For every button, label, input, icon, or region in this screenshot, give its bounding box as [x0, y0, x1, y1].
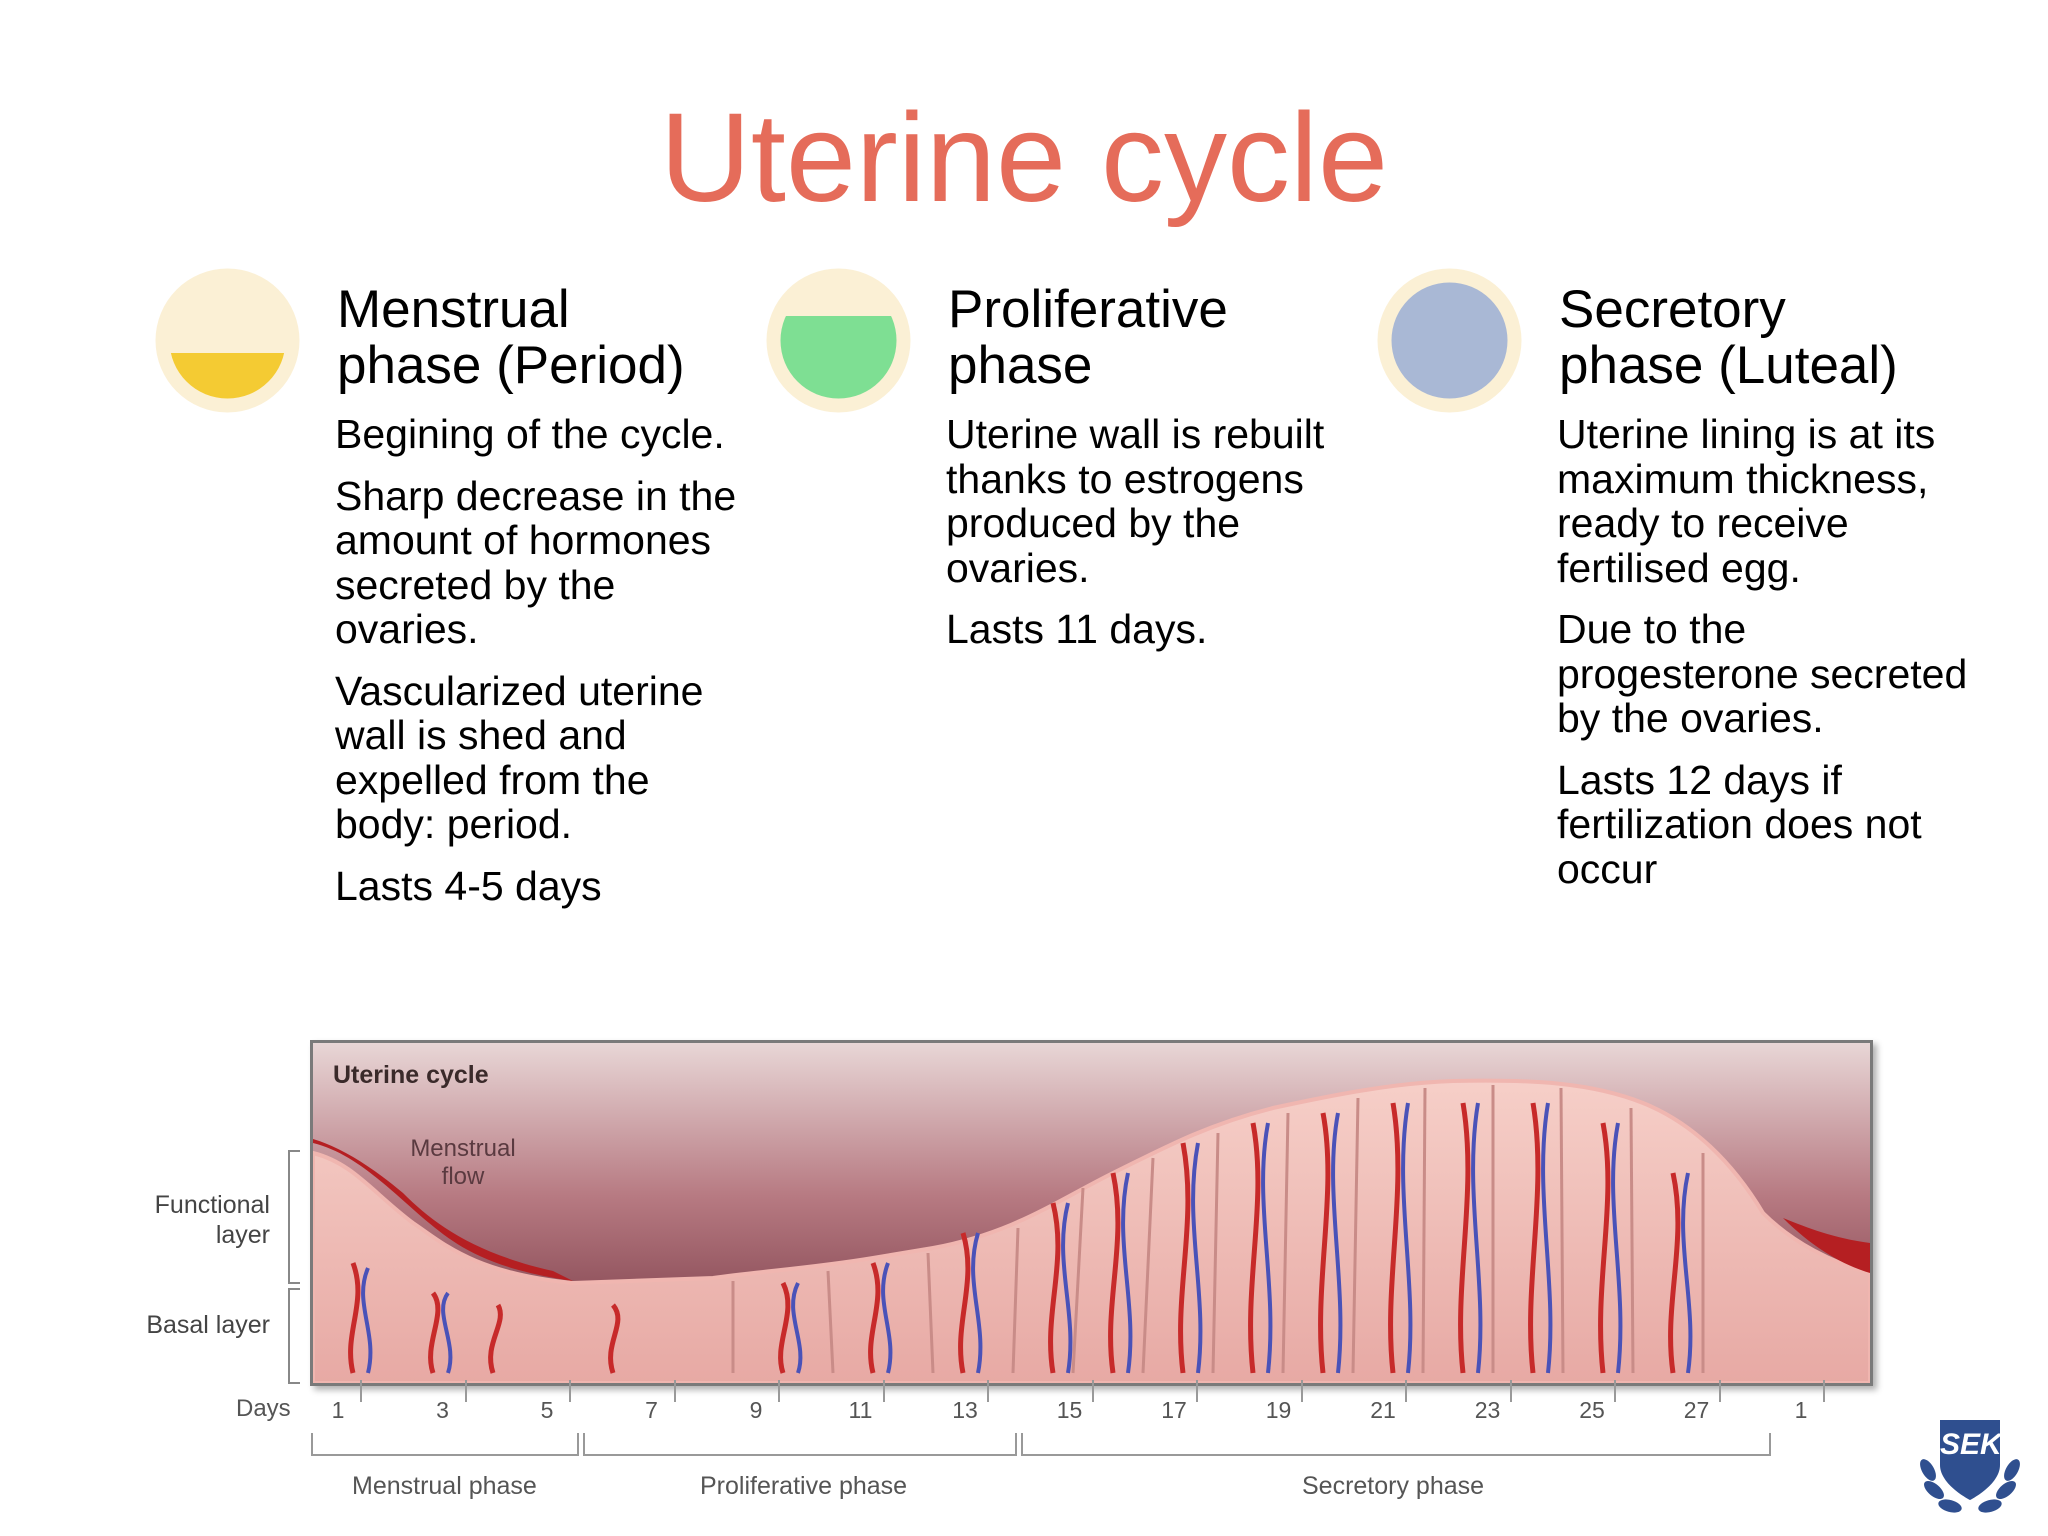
- endometrium-svg: [313, 1043, 1870, 1383]
- day-tick-label: 5: [540, 1397, 554, 1423]
- day-tick-label: 3: [436, 1397, 449, 1423]
- day-tick: [882, 1380, 885, 1402]
- secretory-span-bracket: [1021, 1433, 1771, 1456]
- day-tick-label: 25: [1579, 1397, 1605, 1423]
- phase-heading: Menstrual phase (Period): [337, 280, 685, 395]
- day-tick: [1405, 1380, 1407, 1402]
- secretory-phase-span-label: Secretory phase: [1302, 1472, 1485, 1500]
- logo-text: SEK: [1940, 1428, 2002, 1461]
- phase-span-brackets: [311, 1433, 1771, 1456]
- day-tick: [1300, 1380, 1303, 1402]
- functional-layer-bracket: [288, 1150, 300, 1284]
- day-tick: [1823, 1380, 1825, 1402]
- day-tick: [778, 1380, 780, 1402]
- phase-description: Uterine lining is at its maximum thickne…: [1557, 411, 1968, 892]
- mostly-filled-green-circle-icon: [766, 268, 911, 413]
- day-tick-label: 17: [1161, 1397, 1187, 1423]
- day-tick: [569, 1380, 571, 1402]
- full-blue-circle-icon: [1377, 268, 1522, 413]
- proliferative-span-bracket: [583, 1433, 1017, 1456]
- day-tick: [1509, 1380, 1512, 1402]
- day-tick: [1614, 1380, 1616, 1402]
- phase-heading: Secretory phase (Luteal): [1559, 280, 1898, 395]
- basal-layer-label: Basal layer: [146, 1311, 270, 1339]
- proliferative-phase-span-label: Proliferative phase: [700, 1472, 908, 1500]
- shield-laurel-logo-icon: [1920, 1420, 2020, 1513]
- day-tick-label: 1: [331, 1397, 345, 1423]
- sek-logo: SEK: [1910, 1410, 2030, 1520]
- menstrual-flow-label: Menstrual flow: [410, 1135, 516, 1190]
- menstrual-span-bracket: [311, 1433, 579, 1456]
- day-tick: [464, 1380, 467, 1402]
- day-tick: [1091, 1380, 1094, 1402]
- day-tick-label: 11: [848, 1397, 873, 1423]
- phase-description: Uterine wall is rebuilt thanks to estrog…: [946, 411, 1325, 652]
- day-tick: [987, 1380, 989, 1402]
- diagram-title: Uterine cycle: [333, 1061, 489, 1089]
- day-tick: [1718, 1380, 1721, 1402]
- phase-heading: Proliferative phase: [948, 280, 1228, 395]
- day-tick-label: 19: [1265, 1397, 1292, 1423]
- endometrium-illustration: Uterine cycle Menstrual flow: [310, 1040, 1873, 1386]
- day-tick-label: 23: [1474, 1397, 1501, 1423]
- day-tick-label: 21: [1370, 1397, 1396, 1423]
- day-tick-label: 9: [749, 1397, 763, 1423]
- phase-description: Begining of the cycle. Sharp decrease in…: [335, 411, 737, 909]
- day-tick-label: 1: [1794, 1397, 1808, 1423]
- day-tick: [1196, 1380, 1198, 1402]
- day-tick-label: 13: [952, 1397, 978, 1423]
- half-filled-yellow-circle-icon: [155, 268, 300, 413]
- day-tick: [360, 1380, 362, 1402]
- basal-layer-bracket: [288, 1288, 300, 1384]
- uterine-cycle-diagram: Uterine cycle Menstrual flow Functional …: [140, 1030, 1900, 1520]
- day-tick-label: 27: [1683, 1397, 1710, 1423]
- menstrual-phase-span-label: Menstrual phase: [352, 1472, 537, 1500]
- days-label: Days: [236, 1395, 291, 1422]
- functional-layer-label: Functional layer: [154, 1191, 270, 1249]
- day-tick-label: 15: [1056, 1397, 1083, 1423]
- day-tick: [673, 1380, 676, 1402]
- day-tick-label: 7: [645, 1397, 658, 1423]
- page-title: Uterine cycle: [659, 87, 1389, 228]
